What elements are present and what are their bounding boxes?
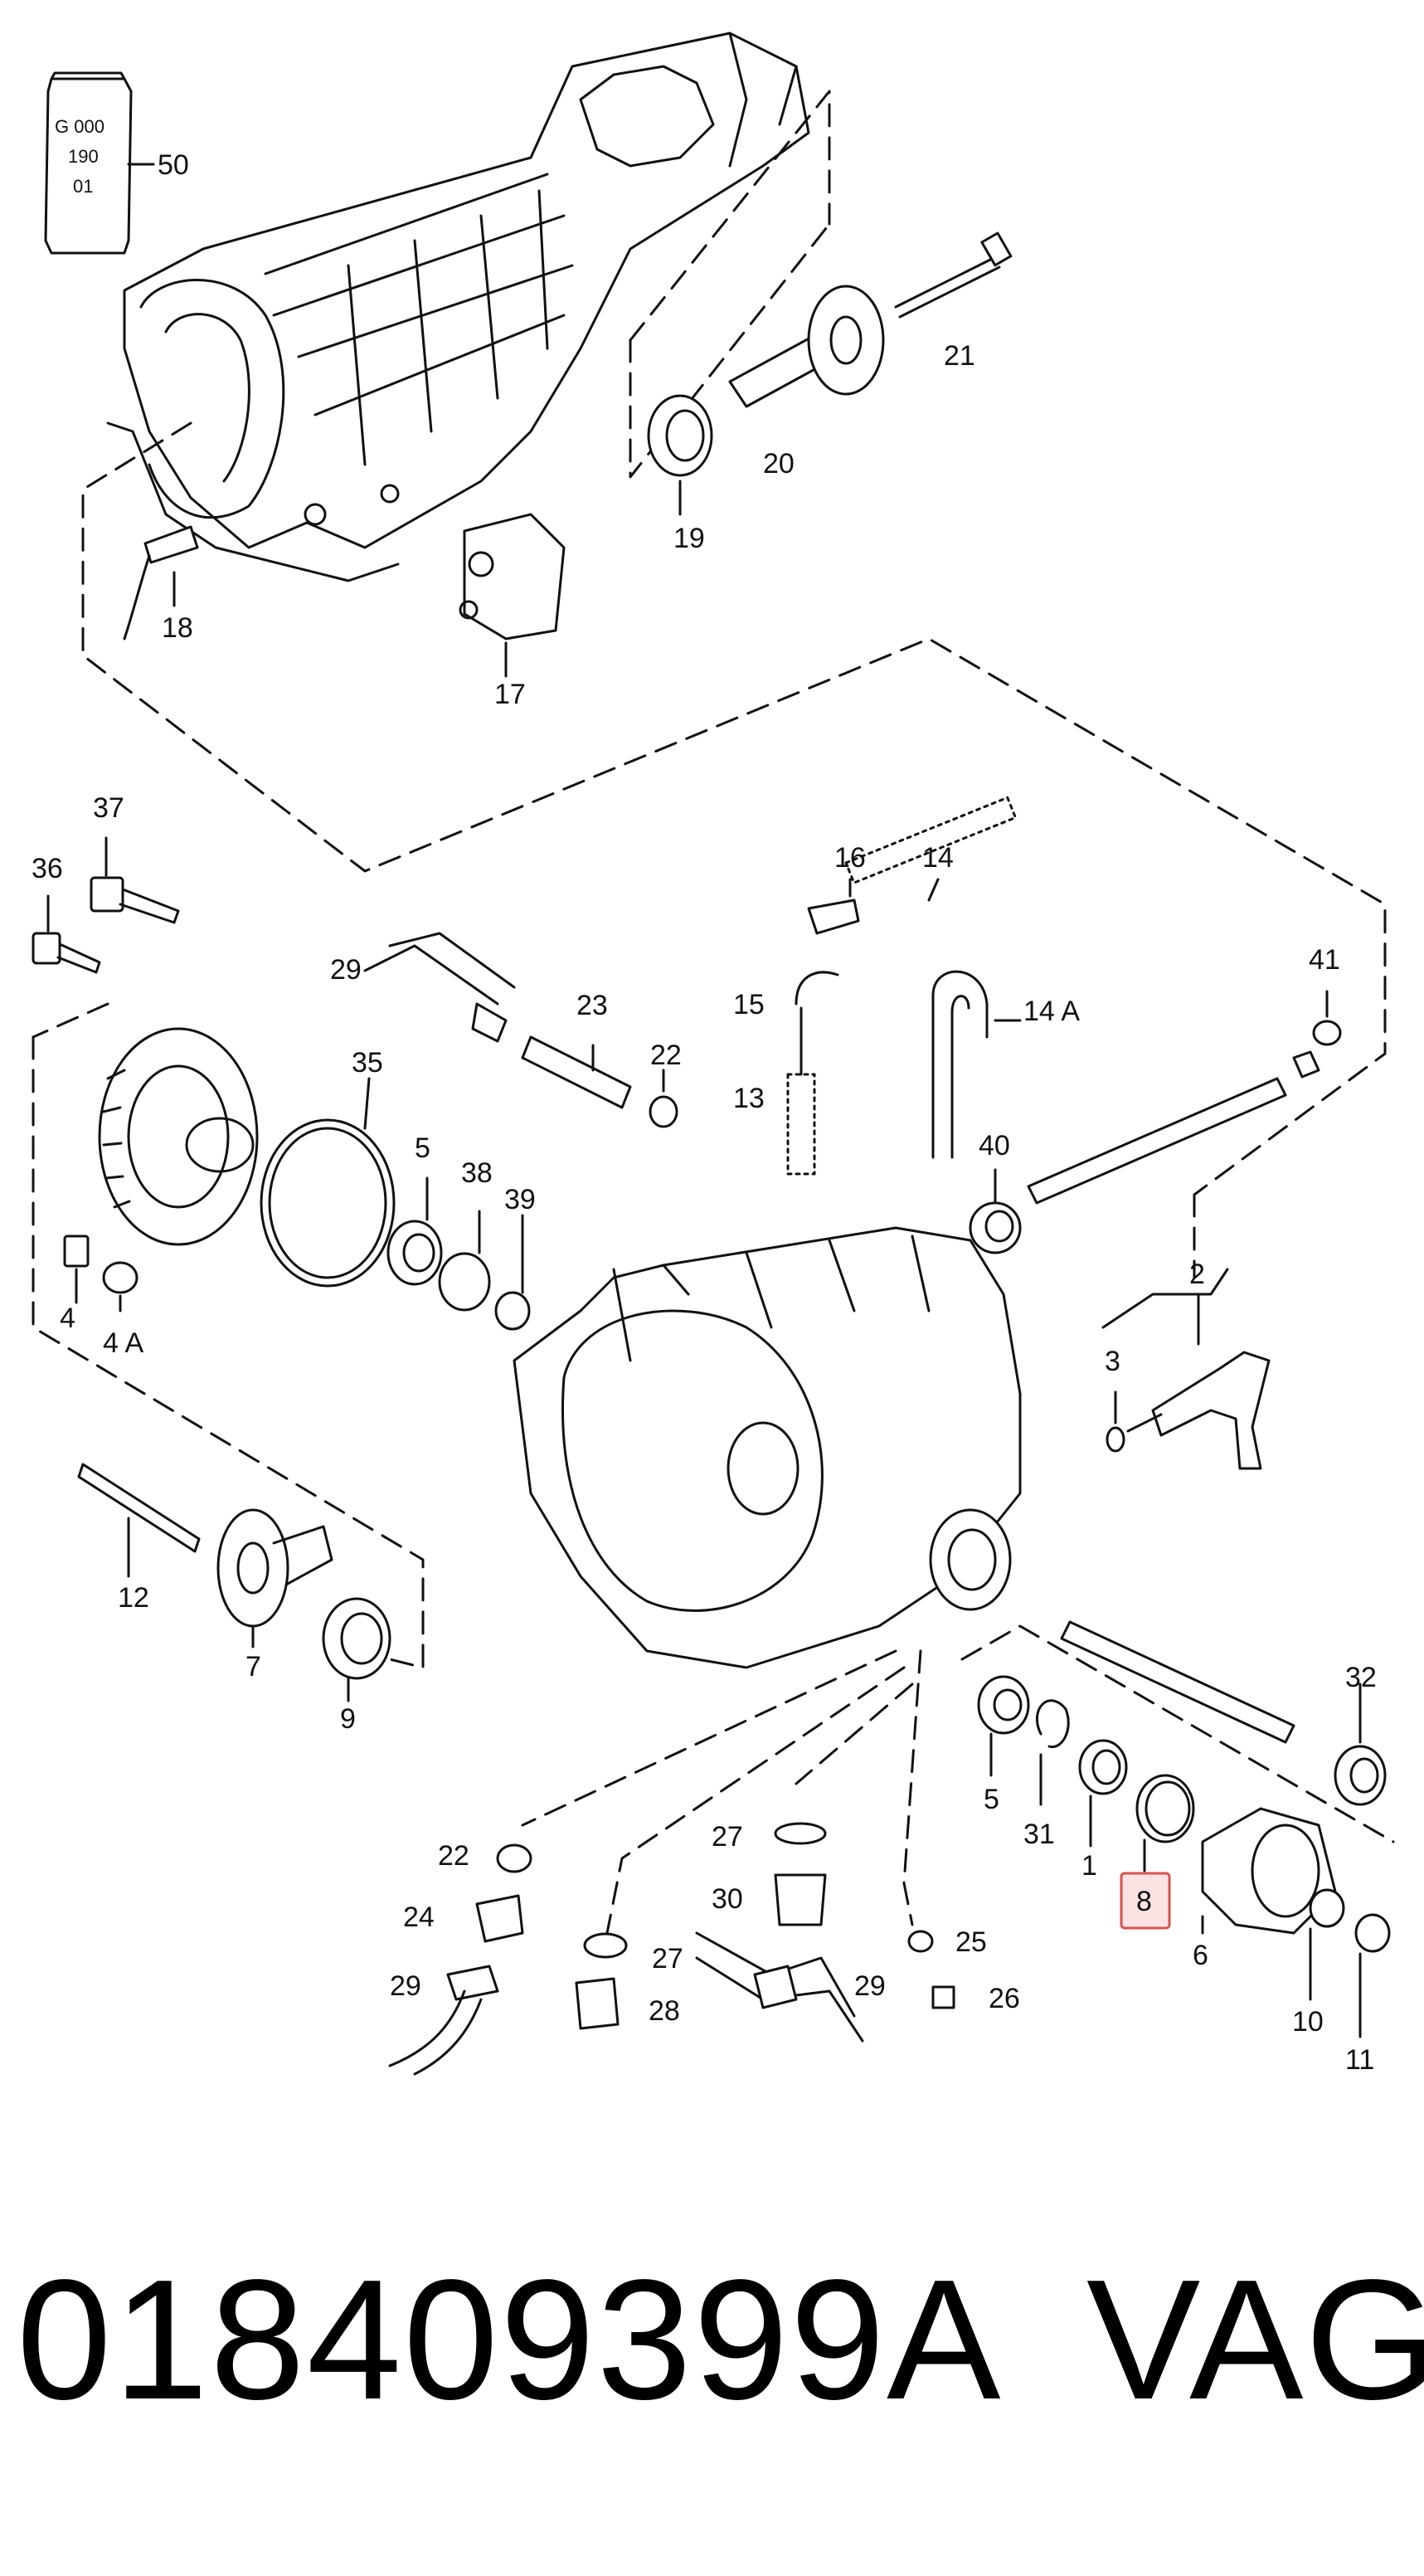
callout-25: 25 (955, 1926, 987, 1958)
callout-27-lower: 27 (652, 1943, 683, 1975)
callout-1: 1 (1081, 1850, 1097, 1882)
ring-gear-assembly (98, 1027, 259, 1246)
shaft-part-32 (1060, 1620, 1387, 1806)
callout-8: 8 (1136, 1886, 1152, 1917)
callout-3: 3 (1105, 1346, 1120, 1377)
callout-17: 17 (494, 679, 526, 710)
part-number: 018409399A (17, 2244, 1003, 2435)
tube-label-line-1: G 000 (55, 116, 104, 137)
seal-part-9 (322, 1597, 391, 1702)
transmission-housing-drawing (106, 32, 810, 582)
bearing-part-5-upper (386, 1176, 443, 1286)
callout-14a: 14 A (1023, 996, 1080, 1027)
final-drive-housing-drawing (513, 1226, 1022, 1669)
callout-15: 15 (733, 989, 765, 1020)
callout-22: 22 (650, 1040, 682, 1071)
callout-37: 37 (93, 792, 124, 824)
callout-39: 39 (504, 1184, 536, 1215)
callout-7: 7 (245, 1651, 261, 1682)
shift-shaft-parts-40-41 (969, 990, 1342, 1254)
callout-12: 12 (118, 1582, 149, 1614)
callout-13: 13 (733, 1083, 765, 1114)
callout-30: 30 (712, 1883, 743, 1915)
callout-6: 6 (1193, 1940, 1208, 1971)
flange-part-7 (216, 1508, 333, 1648)
callout-5-lower: 5 (984, 1784, 999, 1815)
washer-part-22 (649, 1069, 678, 1128)
callout-22-lower: 22 (438, 1840, 469, 1872)
callout-50: 50 (158, 149, 189, 181)
circlip-part-31 (1036, 1699, 1070, 1806)
union-part-23 (521, 1035, 632, 1109)
callout-18: 18 (162, 612, 193, 644)
control-module-part-17 (459, 513, 566, 678)
callout-2: 2 (1189, 1259, 1205, 1290)
callout-21: 21 (944, 340, 975, 372)
leader-lines-lower (521, 1649, 922, 1943)
seal-part-19 (647, 394, 713, 516)
callout-35: 35 (352, 1047, 383, 1079)
callout-19: 19 (673, 523, 705, 554)
group-outline-top (81, 90, 1387, 1196)
callout-16: 16 (834, 842, 866, 874)
selector-parts-2-3 (1101, 1268, 1271, 1470)
shim-part-8 (1135, 1774, 1195, 1872)
part-4-stud (63, 1234, 139, 1312)
callout-41: 41 (1309, 944, 1340, 976)
callout-26: 26 (989, 1983, 1020, 2014)
callout-32: 32 (1345, 1662, 1377, 1693)
part-callouts: G 000 190 01 50 21 20 19 18 17 37 36 16 … (32, 116, 1377, 2076)
fittings-parts-22-24-29 (388, 1843, 532, 2076)
tube-label-line-2: 190 (68, 146, 99, 167)
plug-parts-25-26 (907, 1930, 955, 2009)
callout-11: 11 (1345, 2044, 1374, 2076)
callout-38: 38 (461, 1157, 493, 1189)
flange-shaft-part-20 (728, 285, 885, 408)
bolt-part-12 (77, 1463, 201, 1578)
part-number-caption: 018409399A VAG (17, 2244, 1424, 2460)
highlighted-part-8: 8 (1120, 1872, 1171, 1930)
callout-40: 40 (979, 1130, 1010, 1161)
callout-24: 24 (403, 1902, 435, 1933)
callout-31: 31 (1023, 1819, 1055, 1850)
ring-part-1 (1078, 1739, 1128, 1848)
group-outline-lower (960, 1193, 1395, 1843)
brand-name: VAG (1086, 2244, 1424, 2435)
exploded-parts-diagram: G 000 190 01 50 21 20 19 18 17 37 36 16 … (32, 32, 1395, 2076)
group-outline-middle (32, 1002, 425, 1669)
callout-29-left: 29 (390, 1970, 421, 2002)
bolt-part-21 (894, 231, 1013, 319)
callout-4: 4 (60, 1303, 75, 1334)
pipe-part-29 (363, 932, 516, 1043)
tube-label-line-3: 01 (73, 176, 93, 197)
callout-28: 28 (649, 1995, 680, 2027)
callout-4a: 4 A (103, 1327, 143, 1359)
o-ring-part-35 (260, 1077, 396, 1288)
callout-10: 10 (1292, 2006, 1324, 2038)
breather-parts-13-16 (786, 796, 1022, 1176)
callout-36: 36 (32, 853, 63, 884)
tube-label: G 000 190 01 (55, 116, 104, 197)
callout-14: 14 (922, 842, 954, 874)
differential-housing-part-6 (1201, 1807, 1337, 1935)
callout-29: 29 (330, 954, 362, 986)
bolts-parts-36-37 (32, 836, 180, 974)
callout-23: 23 (576, 990, 608, 1021)
rings-parts-38-39 (438, 1210, 531, 1331)
grease-tube-part-50 (44, 71, 155, 255)
callout-5: 5 (415, 1132, 430, 1164)
callout-9: 9 (340, 1703, 356, 1735)
callout-29-right: 29 (854, 1970, 886, 2002)
bearing-part-5-lower (977, 1675, 1030, 1777)
bearing-parts-10-11 (1309, 1888, 1391, 2038)
callout-27: 27 (712, 1821, 743, 1853)
callout-20: 20 (763, 448, 795, 480)
fittings-parts-27-28-30 (575, 1822, 864, 2043)
sensor-part-18 (123, 525, 199, 640)
